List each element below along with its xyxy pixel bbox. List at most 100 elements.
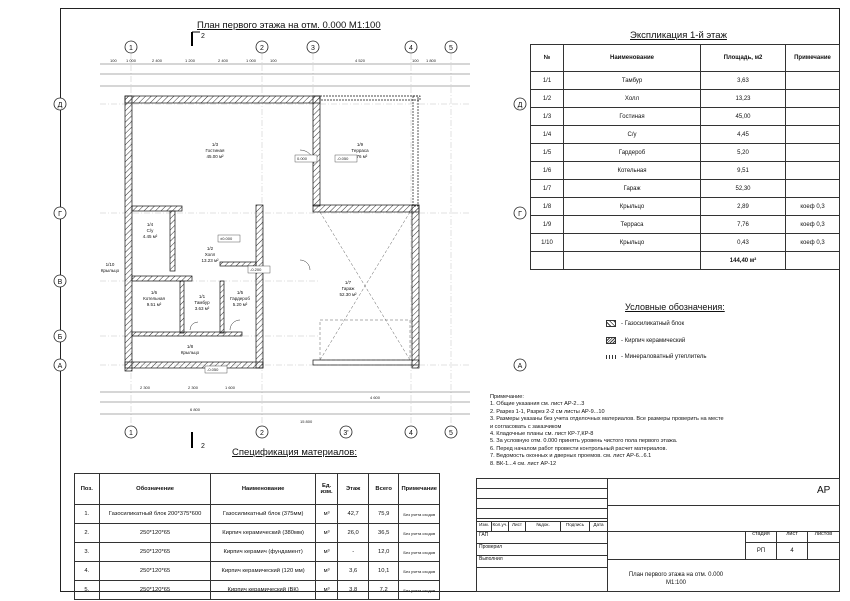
room-area-1-2: 13.23 м² [201, 258, 219, 263]
room-area-1-4: 4.45 м² [143, 234, 158, 239]
explication-cell: 0,43 [700, 233, 786, 252]
stamp-code: АР [817, 485, 831, 496]
spec-cell: Без учета сходов [398, 523, 440, 543]
explication-cell: 13,23 [700, 89, 786, 108]
spec-cell: 3. [74, 542, 100, 562]
title-block: Изм. Кол.уч. Лист №док. Подпись Дата ГАП… [476, 478, 840, 592]
axis-right: Д Г А [513, 97, 527, 372]
dim-bot-1: 15 800 [300, 419, 313, 424]
room-num-1-2: 1/2 [207, 246, 214, 251]
explication-cell [785, 143, 840, 162]
explication-cell: Гараж [563, 179, 701, 198]
spec-cell: 3,8 [337, 580, 369, 600]
axis-bottom-4: 4 [409, 430, 413, 437]
axis-right-g: Г [518, 211, 522, 218]
stamp-col-1: Кол.уч. [492, 522, 509, 531]
spec-cell: 2. [74, 523, 100, 543]
explication-cell: 2,89 [700, 197, 786, 216]
stamp-title-line1: План первого этажа на отм. 0.000 [628, 572, 724, 578]
room-area-1-3: 45.00 м² [206, 154, 224, 159]
level-0: 0.000 [297, 156, 308, 161]
room-name-1-5: Гардероб [230, 296, 250, 301]
dim-top-7: 4 520 [355, 58, 366, 63]
explication-cell: 3,63 [700, 71, 786, 90]
dim-top-9: 1 800 [426, 58, 437, 63]
room-num-1-7: 1/7 [345, 280, 352, 285]
room-name-1-10: Крыльцо [101, 268, 120, 273]
note-item: 7. Ведомость оконных и дверных проемов. … [490, 453, 652, 460]
stamp-col-4: Подпись [561, 522, 590, 531]
section-mark-bottom: 2 [191, 432, 205, 450]
axis-bottom-3: 3' [343, 430, 348, 437]
explication-cell: 1/2 [530, 89, 564, 108]
room-area-1-5: 5.20 м² [233, 302, 248, 307]
stamp-sheets-h: листов [807, 531, 839, 542]
section-mark-top: 2 [191, 31, 205, 46]
brick-swatch [606, 337, 616, 344]
expl-h-name: Наименование [563, 44, 701, 72]
section-label-top: 2 [201, 33, 205, 40]
spec-cell: 250*120*65 [98, 523, 212, 543]
axis-top-2: 2 [260, 45, 264, 52]
stamp-stage-box: стадия лист листов РП 4 [745, 531, 839, 560]
axis-left-b: Б [58, 334, 63, 341]
explication-cell: Тамбур [563, 71, 701, 90]
dim-bot-5: 4 600 [370, 395, 381, 400]
explication-cell: Котельная [563, 161, 701, 180]
note-item: 1. Общие указания см. лист АР-2...3 [490, 401, 585, 408]
spec-cell: 250*120*65 [98, 561, 212, 581]
explication-cell: 1/6 [530, 161, 564, 180]
dim-top-1: 1 000 [126, 58, 137, 63]
stamp-stage-h: стадия [745, 531, 776, 542]
notes: Примечание: 1. Общие указания см. лист А… [490, 394, 724, 468]
stamp-sheet-h: лист [776, 531, 807, 542]
dim-bot-0: 6 800 [190, 407, 201, 412]
stamp-col-5: Дата [593, 522, 604, 527]
spec-cell: м³ [314, 580, 339, 600]
room-area-1-9: 7.76 м² [353, 154, 368, 159]
dim-top-0: 100 [110, 58, 117, 63]
spec-cell: 3,6 [337, 561, 369, 581]
spec-h-unit: Ед. изм. [314, 473, 339, 505]
explication-cell: 1/3 [530, 107, 564, 126]
spec-cell: Без учета сходов [398, 580, 440, 600]
explication-cell: Терраса [563, 215, 701, 234]
spec-cell: 75,9 [367, 504, 400, 524]
spec-h-floor: Этаж [337, 473, 369, 505]
explication-cell: 45,00 [700, 107, 786, 126]
spec-h-code: Обозначение [98, 473, 212, 505]
stamp-sheets [807, 543, 839, 559]
stamp-col-3: №док. [526, 522, 561, 531]
explication-cell: 1/1 [530, 71, 564, 90]
note-item: 2. Разрез 1-1, Разрез 2-2 см листы АР-9.… [490, 408, 605, 415]
drawing-frame [60, 8, 840, 592]
room-name-1-3: Гостиная [206, 148, 225, 153]
explication-cell: 9,51 [700, 161, 786, 180]
explication-cell: 4,45 [700, 125, 786, 144]
dim-bot-3: 2 300 [188, 385, 199, 390]
stamp-title-line2: М1:100 [665, 580, 686, 586]
spec-cell: м³ [314, 504, 339, 524]
expl-h-note: Примечание [785, 44, 840, 72]
legend-item-brick: - Кирпич керамический [606, 337, 707, 344]
stamp-role-2: Выполнил [477, 556, 607, 568]
spec-cell: м³ [314, 542, 339, 562]
note-item: 5. За условную отм. 0.000 принять уровен… [490, 438, 678, 445]
room-area-1-7: 52.30 м² [339, 292, 357, 297]
spec-cell: 26,0 [337, 523, 369, 543]
dim-top-4: 2 400 [218, 58, 229, 63]
axis-left: Д Г В Б А [53, 97, 67, 372]
expl-total: 144,40 м² [700, 251, 786, 270]
section-label-bottom: 2 [201, 443, 205, 450]
room-num-1-10: 1/10 [106, 262, 115, 267]
explication-cell [785, 161, 840, 180]
explication-cell [785, 125, 840, 144]
room-name-1-8: Крыльцо [181, 350, 200, 355]
explication-cell: 1/9 [530, 215, 564, 234]
